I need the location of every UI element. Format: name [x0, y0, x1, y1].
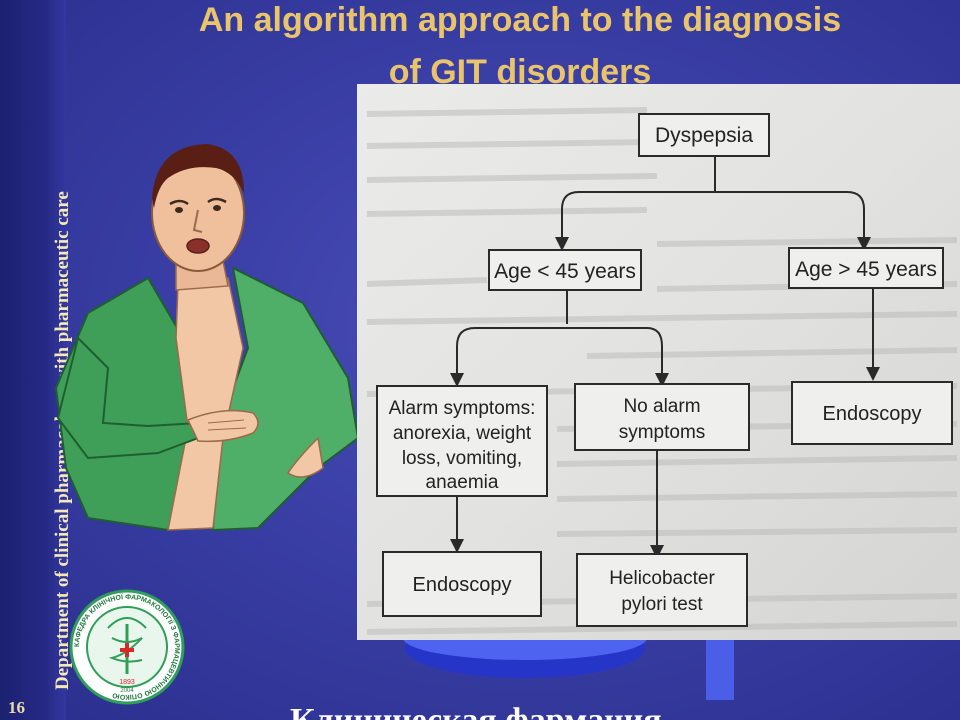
slide-title: An algorithm approach to the diagnosis o… [80, 0, 960, 98]
logo-year-1: 1893 [119, 679, 135, 686]
node-age-under-45: Age < 45 years [488, 249, 642, 291]
node-helicobacter-test: Helicobacter pylori test [576, 553, 748, 627]
no-alarm-line-1: No alarm [623, 396, 700, 417]
connectors [450, 156, 880, 559]
alarm-line-1: Alarm symptoms: [389, 398, 536, 419]
node-endoscopy-left-label: Endoscopy [413, 574, 512, 596]
person-illustration [54, 144, 360, 532]
node-endoscopy-right-label: Endoscopy [823, 403, 922, 425]
alarm-line-4: anaemia [426, 472, 499, 493]
node-dyspepsia-label: Dyspepsia [655, 124, 753, 147]
hp-line-2: pylori test [621, 594, 703, 615]
node-dyspepsia: Dyspepsia [638, 113, 770, 157]
side-bar [0, 0, 66, 720]
alarm-line-2: anorexia, weight [393, 423, 532, 444]
node-endoscopy-left: Endoscopy [382, 551, 542, 617]
page-number: 16 [8, 698, 25, 717]
flowchart: Dyspepsia Age < 45 years Age > 45 years … [357, 84, 960, 640]
logo-year-2: 2004 [120, 688, 134, 694]
hp-line-1: Helicobacter [609, 568, 715, 589]
node-no-alarm-symptoms: No alarm symptoms [574, 383, 750, 451]
node-alarm-symptoms: Alarm symptoms: anorexia, weight loss, v… [376, 385, 548, 497]
decorative-pillar [706, 630, 734, 700]
flowchart-photo: Dyspepsia Age < 45 years Age > 45 years … [357, 84, 960, 640]
node-age-under-45-label: Age < 45 years [494, 260, 636, 283]
no-alarm-line-2: symptoms [619, 422, 706, 443]
title-line-1: An algorithm approach to the diagnosis [198, 1, 842, 39]
alarm-line-3: loss, vomiting, [402, 448, 522, 469]
node-age-over-45: Age > 45 years [788, 247, 944, 289]
node-endoscopy-right: Endoscopy [791, 381, 953, 445]
node-age-over-45-label: Age > 45 years [795, 258, 937, 281]
department-logo: КАФЕДРА КЛІНІЧНОЇ ФАРМАКОЛОГІЇ З ФАРМАЦЕ… [69, 589, 185, 705]
bottom-caption: Клиническая фармация [290, 702, 662, 720]
